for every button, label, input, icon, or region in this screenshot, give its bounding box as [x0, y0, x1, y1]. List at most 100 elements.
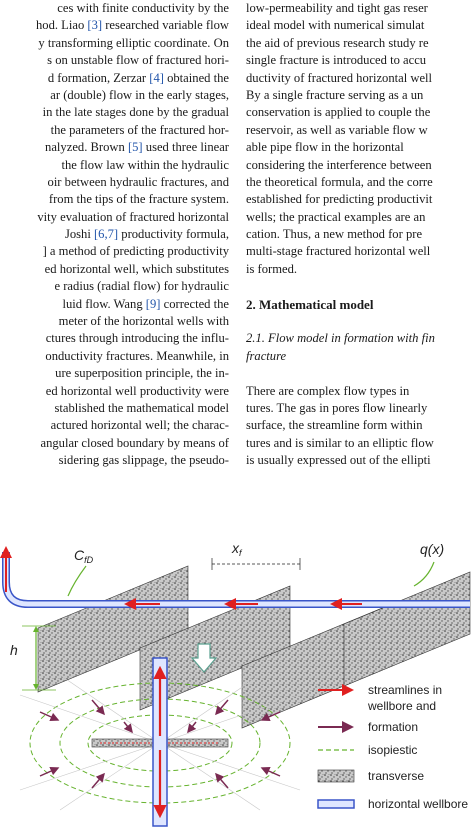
citation-link[interactable]: [6,7] — [93, 227, 119, 242]
formation-arrow — [123, 721, 133, 734]
isopiestic-line-middle — [59, 698, 261, 788]
text-span: is usually expressed out of the ellipti — [246, 453, 431, 468]
text-span: meter of the horizontal wells with — [58, 314, 229, 329]
text-span: used three linear — [142, 140, 229, 155]
text-span: Joshi — [64, 227, 94, 242]
text-line: ed horizontal well, which substitutes — [0, 261, 229, 278]
upper-fracture-sketch: h xf CfD q(x) — [0, 540, 471, 729]
text-span: fracture — [246, 348, 287, 363]
text-span: obtained the — [163, 70, 229, 85]
text-line: in the late stages done by the gradual — [0, 104, 229, 121]
citation-link[interactable]: [9] — [145, 296, 161, 311]
text-line: single fracture is introduced to accu — [246, 52, 474, 69]
text-line: tures. The gas in pores flow linearly — [246, 400, 474, 417]
text-span: surface, the streamline form within — [246, 418, 423, 433]
text-span: ure superposition principle, the in- — [55, 366, 229, 381]
text-span: wells; the practical examples are an — [246, 209, 426, 224]
citation-link[interactable]: [3] — [87, 18, 103, 33]
text-line: surface, the streamline form within — [246, 417, 474, 434]
text-span: luid flow. Wang — [62, 296, 146, 311]
legend-transverse-swatch — [317, 769, 355, 783]
legend-wellbore-swatch — [317, 799, 355, 809]
text-line: reservoir, as well as variable flow w — [246, 122, 474, 139]
text-span: is formed. — [246, 261, 298, 276]
text-line: ar (double) flow in the early stages, — [0, 87, 229, 104]
formation-arrow — [260, 711, 281, 722]
text-line: established for predicting productivit — [246, 191, 474, 208]
text-line: ductivity of fractured horizontal well — [246, 70, 474, 87]
text-line: d formation, Zerzar [4] obtained the — [0, 70, 229, 87]
text-line: able pipe flow in the horizontal — [246, 139, 474, 156]
formation-arrow — [215, 699, 229, 716]
formation-arrow — [187, 721, 197, 734]
text-span: By a single fracture serving as a un — [246, 87, 424, 102]
text-span: considering the interference between — [246, 157, 432, 172]
formation-arrow — [260, 766, 281, 777]
text-span: multi-stage fractured horizontal well — [246, 244, 431, 259]
text-span: onductivity fractures. Meanwhile, in — [45, 348, 229, 363]
fracture-flow-figure: h xf CfD q(x) — [0, 540, 471, 827]
text-span: able pipe flow in the horizontal — [246, 140, 404, 155]
subsection-heading: 2.1. Flow model in formation with fin — [246, 330, 474, 347]
text-span: ed horizontal well, which substitutes — [44, 261, 229, 276]
text-line: hod. Liao [3] researched variable flow — [0, 17, 229, 34]
transition-arrow-icon — [190, 643, 218, 673]
text-span: sidering gas slippage, the pseudo- — [58, 453, 229, 468]
text-line: e radius (radial flow) for hydraulic — [0, 278, 230, 295]
text-span: from the tips of the fracture system. — [48, 192, 229, 207]
plan-view-diagram — [19, 657, 301, 827]
formation-arrow — [215, 772, 229, 789]
text-span: single fracture is introduced to accu — [246, 53, 427, 68]
text-line: multi-stage fractured horizontal well — [246, 243, 474, 260]
section-heading: 2. Mathematical model — [246, 296, 474, 313]
citation-link[interactable]: [4] — [149, 70, 164, 85]
text-line: the parameters of the fractured hor- — [0, 122, 229, 139]
text-line: ure superposition principle, the in- — [0, 365, 229, 382]
citation-link[interactable]: [5] — [127, 140, 143, 155]
text-span: ductivity of fractured horizontal well — [246, 70, 433, 85]
legend-formation-label: formation — [368, 720, 418, 734]
subsection-heading: fracture — [246, 348, 474, 365]
text-line: ] a method of predicting productivity — [0, 243, 229, 260]
legend-streamline-label-cont: wellbore and — [367, 699, 436, 713]
text-line: Joshi [6,7] productivity formula, — [0, 226, 229, 243]
text-span: oir between hydraulic fractures, and — [47, 174, 229, 189]
text-span: e radius (radial flow) for hydraulic — [54, 279, 230, 294]
text-line: sidering gas slippage, the pseudo- — [0, 452, 229, 469]
formation-arrow — [39, 711, 60, 722]
text-line: onductivity fractures. Meanwhile, in — [0, 348, 229, 365]
text-line: cation. Thus, a new method for pre — [246, 226, 474, 243]
half-length-label: xf — [231, 540, 243, 558]
paragraph-gap — [246, 278, 474, 295]
formation-arrow — [91, 772, 105, 789]
text-span: tures and is similar to an elliptic flow — [246, 435, 434, 450]
text-span: the theoretical formula, and the corre — [246, 174, 433, 189]
text-span: ctures through introducing the influ- — [45, 331, 229, 346]
text-line: wells; the practical examples are an — [246, 209, 474, 226]
legend-wellbore-label: horizontal wellbore — [368, 797, 468, 811]
text-span: established for predicting productivit — [246, 192, 433, 207]
legend: streamlines in wellbore and formation is… — [317, 683, 468, 811]
paragraph-gap — [246, 365, 474, 382]
text-line: the aid of previous research study re — [246, 35, 474, 52]
text-line: actured horizontal well; the charac- — [0, 417, 229, 434]
text-span: the aid of previous research study re — [246, 35, 429, 50]
text-line: ces with finite conductivity by the — [0, 0, 229, 17]
text-line: the flow law within the hydraulic — [0, 157, 229, 174]
text-span: in the late stages done by the gradual — [42, 105, 229, 120]
flux-label: q(x) — [420, 541, 444, 557]
text-span: ] a method of predicting productivity — [42, 244, 229, 259]
text-span: 2.1. Flow model in formation with fin — [246, 331, 435, 346]
text-span: the flow law within the hydraulic — [61, 157, 229, 172]
text-line: ed horizontal well productivity were — [0, 383, 229, 400]
legend-isopiestic-label: isopiestic — [368, 743, 417, 757]
text-line: ctures through introducing the influ- — [0, 330, 229, 347]
text-line: low-permeability and tight gas reser — [246, 0, 474, 17]
text-line: By a single fracture serving as a un — [246, 87, 474, 104]
text-span: hod. Liao — [35, 18, 88, 33]
text-line: There are complex flow types in — [246, 383, 474, 400]
text-span: There are complex flow types in — [246, 383, 410, 398]
text-span: d formation, Zerzar — [47, 70, 150, 85]
